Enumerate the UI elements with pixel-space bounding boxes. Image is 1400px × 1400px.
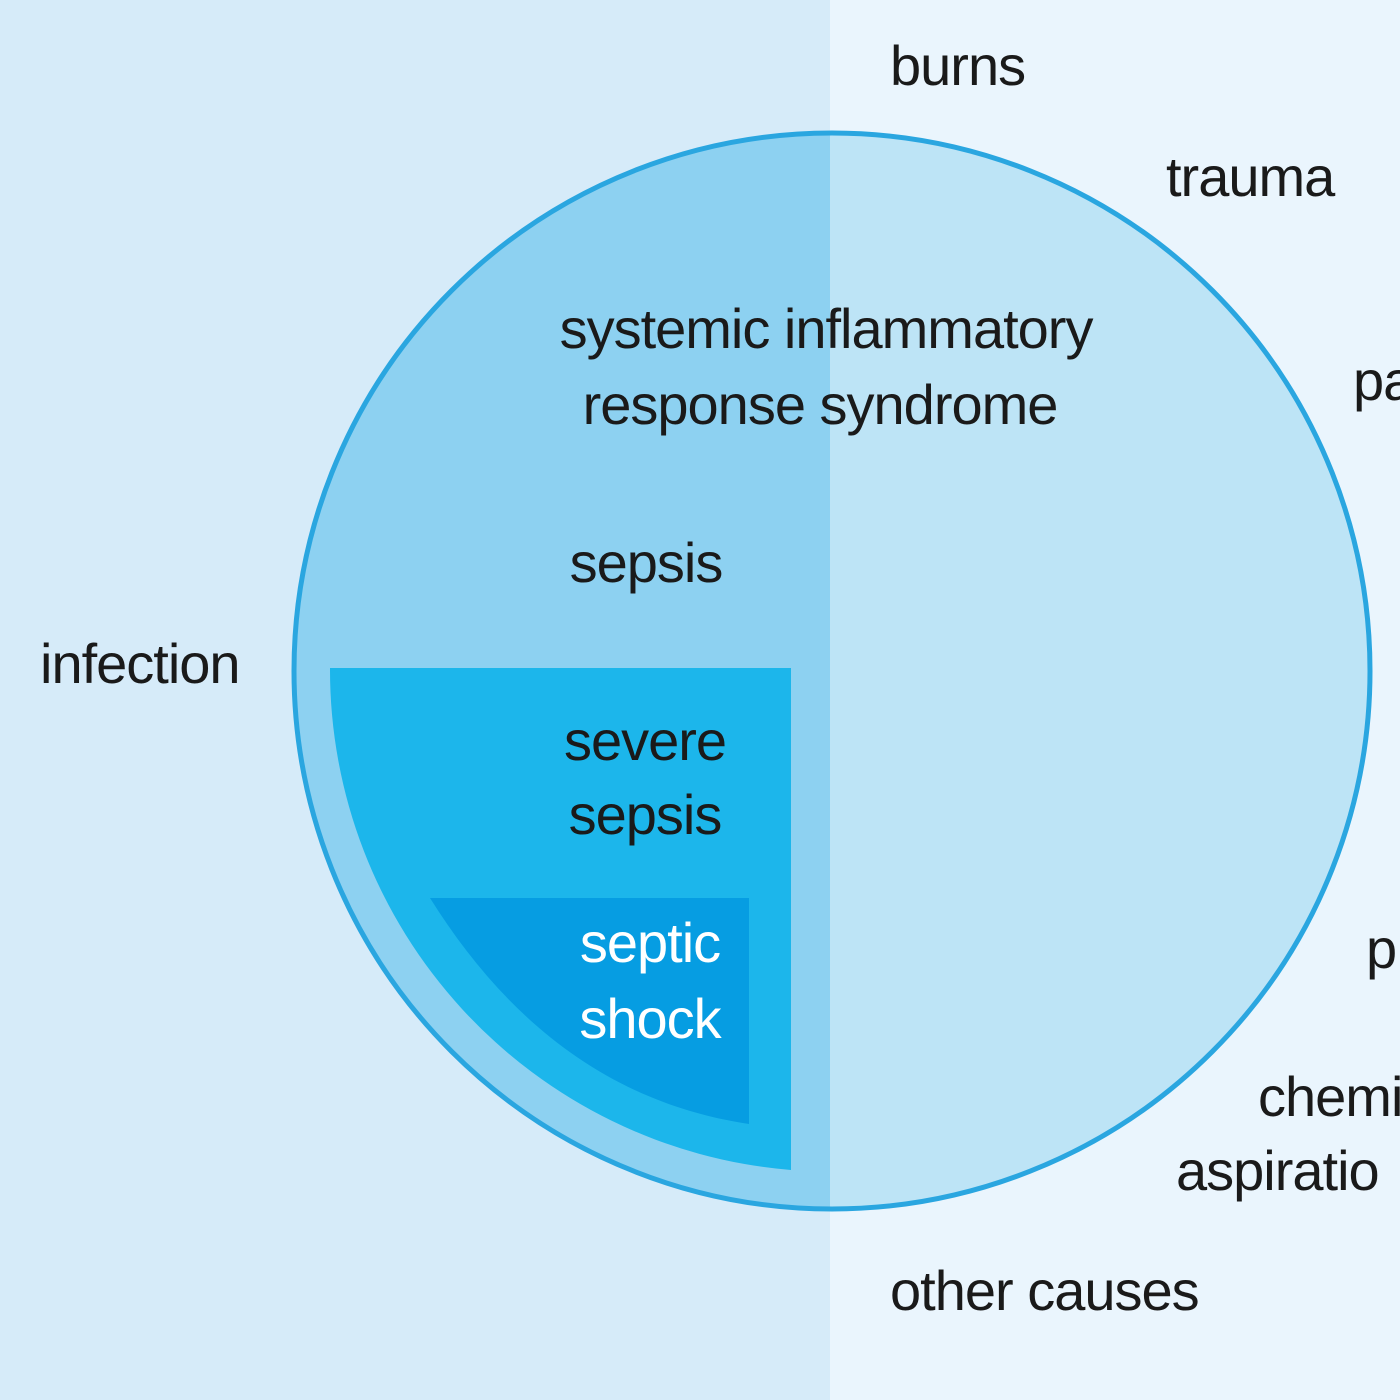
label-burns: burns <box>890 34 1025 97</box>
label-infection: infection <box>40 632 240 695</box>
label-septic-shock-line1: septic <box>580 911 720 974</box>
septic-shock-region <box>430 898 749 1124</box>
label-other-causes: other causes <box>890 1259 1199 1322</box>
label-sepsis: sepsis <box>570 531 723 594</box>
label-trauma: trauma <box>1166 145 1336 208</box>
label-severe-sepsis-line1: severe <box>564 709 726 772</box>
label-severe-sepsis-line2: sepsis <box>569 783 722 846</box>
label-septic-shock-line2: shock <box>579 987 722 1050</box>
label-pneumonia-partial: p <box>1366 917 1396 980</box>
label-sirs-line2: response syndrome <box>583 373 1058 436</box>
label-pancreatitis-partial: pa <box>1353 349 1400 412</box>
label-aspiration-partial: aspiratio <box>1176 1139 1379 1202</box>
sirs-circle-outline <box>291 130 1373 1212</box>
label-sirs-line1: systemic inflammatory <box>560 297 1094 360</box>
label-chemical-partial: chemi <box>1258 1065 1400 1128</box>
